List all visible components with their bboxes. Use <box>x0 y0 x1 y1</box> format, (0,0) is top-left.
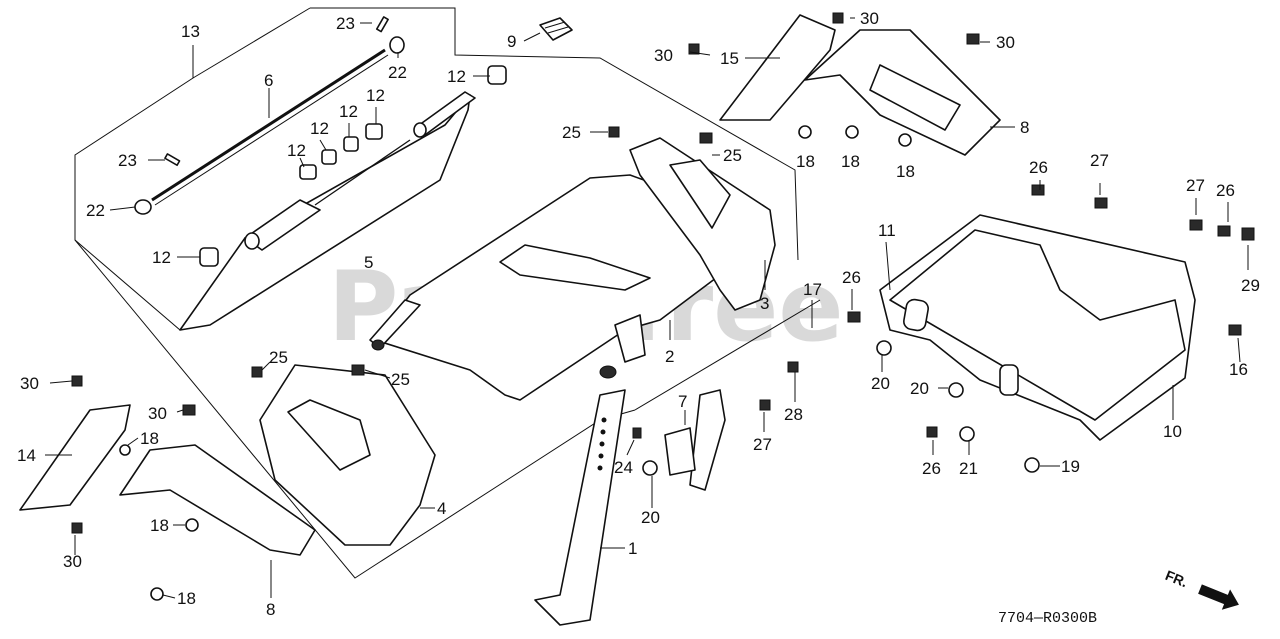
callout-25: 25 <box>562 123 581 142</box>
callout-20: 20 <box>871 374 890 393</box>
callout-12: 12 <box>310 119 329 138</box>
callout-18: 18 <box>796 152 815 171</box>
callout-5: 5 <box>364 253 373 272</box>
side-bracket <box>719 14 836 121</box>
frame <box>879 214 1196 441</box>
group-13-bracket <box>74 45 194 331</box>
group-frame-line <box>310 7 799 261</box>
bushing <box>343 136 359 152</box>
bushing <box>321 149 337 165</box>
callout-3: 3 <box>760 294 769 313</box>
callout-30: 30 <box>860 9 879 28</box>
callout-30: 30 <box>63 552 82 571</box>
callout-12: 12 <box>447 67 466 86</box>
lower-trim <box>119 444 316 556</box>
callout-19: 19 <box>1061 457 1080 476</box>
callout-26: 26 <box>1029 158 1048 177</box>
callout-22: 22 <box>86 201 105 220</box>
callout-20: 20 <box>910 379 929 398</box>
leader-lines <box>45 17 1249 599</box>
callout-13: 13 <box>181 22 200 41</box>
callout-26: 26 <box>922 459 941 478</box>
callout-30: 30 <box>996 33 1015 52</box>
callout-7: 7 <box>678 392 687 411</box>
pin <box>375 16 389 33</box>
callout-22: 22 <box>388 63 407 82</box>
callout-20: 20 <box>641 508 660 527</box>
callout-18: 18 <box>841 152 860 171</box>
nut-icon <box>119 125 1040 601</box>
callout-12: 12 <box>339 102 358 121</box>
washer <box>389 36 405 54</box>
callout-27: 27 <box>753 435 772 454</box>
bushing <box>199 247 219 267</box>
callout-6: 6 <box>264 71 273 90</box>
callout-15: 15 <box>720 49 739 68</box>
callout-11: 11 <box>878 221 896 240</box>
front-direction-arrow <box>1198 584 1239 610</box>
bushing <box>299 164 317 180</box>
callout-27: 27 <box>1090 151 1109 170</box>
callout-1: 1 <box>628 539 637 558</box>
bolt-icon <box>71 12 1255 534</box>
callout-26: 26 <box>842 268 861 287</box>
callout-8: 8 <box>1020 118 1029 137</box>
callout-24: 24 <box>614 458 633 477</box>
callout-8: 8 <box>266 600 275 619</box>
callout-12: 12 <box>366 86 385 105</box>
callout-14: 14 <box>17 446 36 465</box>
callout-29: 29 <box>1241 276 1260 295</box>
callout-26: 26 <box>1216 181 1235 200</box>
callout-16: 16 <box>1229 360 1248 379</box>
callout-12: 12 <box>152 248 171 267</box>
callout-12: 12 <box>287 141 306 160</box>
stand <box>534 389 626 626</box>
main-cover <box>374 174 761 401</box>
bushing <box>365 123 383 140</box>
callout-18: 18 <box>177 589 196 608</box>
side-bracket-lower <box>19 404 131 511</box>
side-cover <box>629 137 776 311</box>
bushing <box>487 65 507 85</box>
callout-27: 27 <box>1186 176 1205 195</box>
callout-25: 25 <box>391 370 410 389</box>
diagram-reference-code: 7704—R0300B <box>998 610 1097 627</box>
callout-23: 23 <box>118 151 137 170</box>
stand-bracket <box>689 389 726 491</box>
callout-30: 30 <box>654 46 673 65</box>
callout-10: 10 <box>1163 422 1182 441</box>
cover-slot <box>499 244 651 291</box>
rod <box>151 48 386 202</box>
callout-21: 21 <box>959 459 978 478</box>
rubber-pad <box>539 17 573 41</box>
callout-28: 28 <box>784 405 803 424</box>
pin <box>164 153 181 167</box>
front-label: FR. <box>1163 567 1190 590</box>
callout-25: 25 <box>269 348 288 367</box>
callout-30: 30 <box>148 404 167 423</box>
callout-25: 25 <box>723 146 742 165</box>
callout-2: 2 <box>665 347 674 366</box>
callout-9: 9 <box>507 32 516 51</box>
callout-23: 23 <box>336 14 355 33</box>
callout-4: 4 <box>437 499 446 518</box>
callout-18: 18 <box>896 162 915 181</box>
callout-18: 18 <box>150 516 169 535</box>
washer <box>134 199 152 215</box>
callout-30: 30 <box>20 374 39 393</box>
callout-18: 18 <box>140 429 159 448</box>
callout-17: 17 <box>803 280 822 299</box>
